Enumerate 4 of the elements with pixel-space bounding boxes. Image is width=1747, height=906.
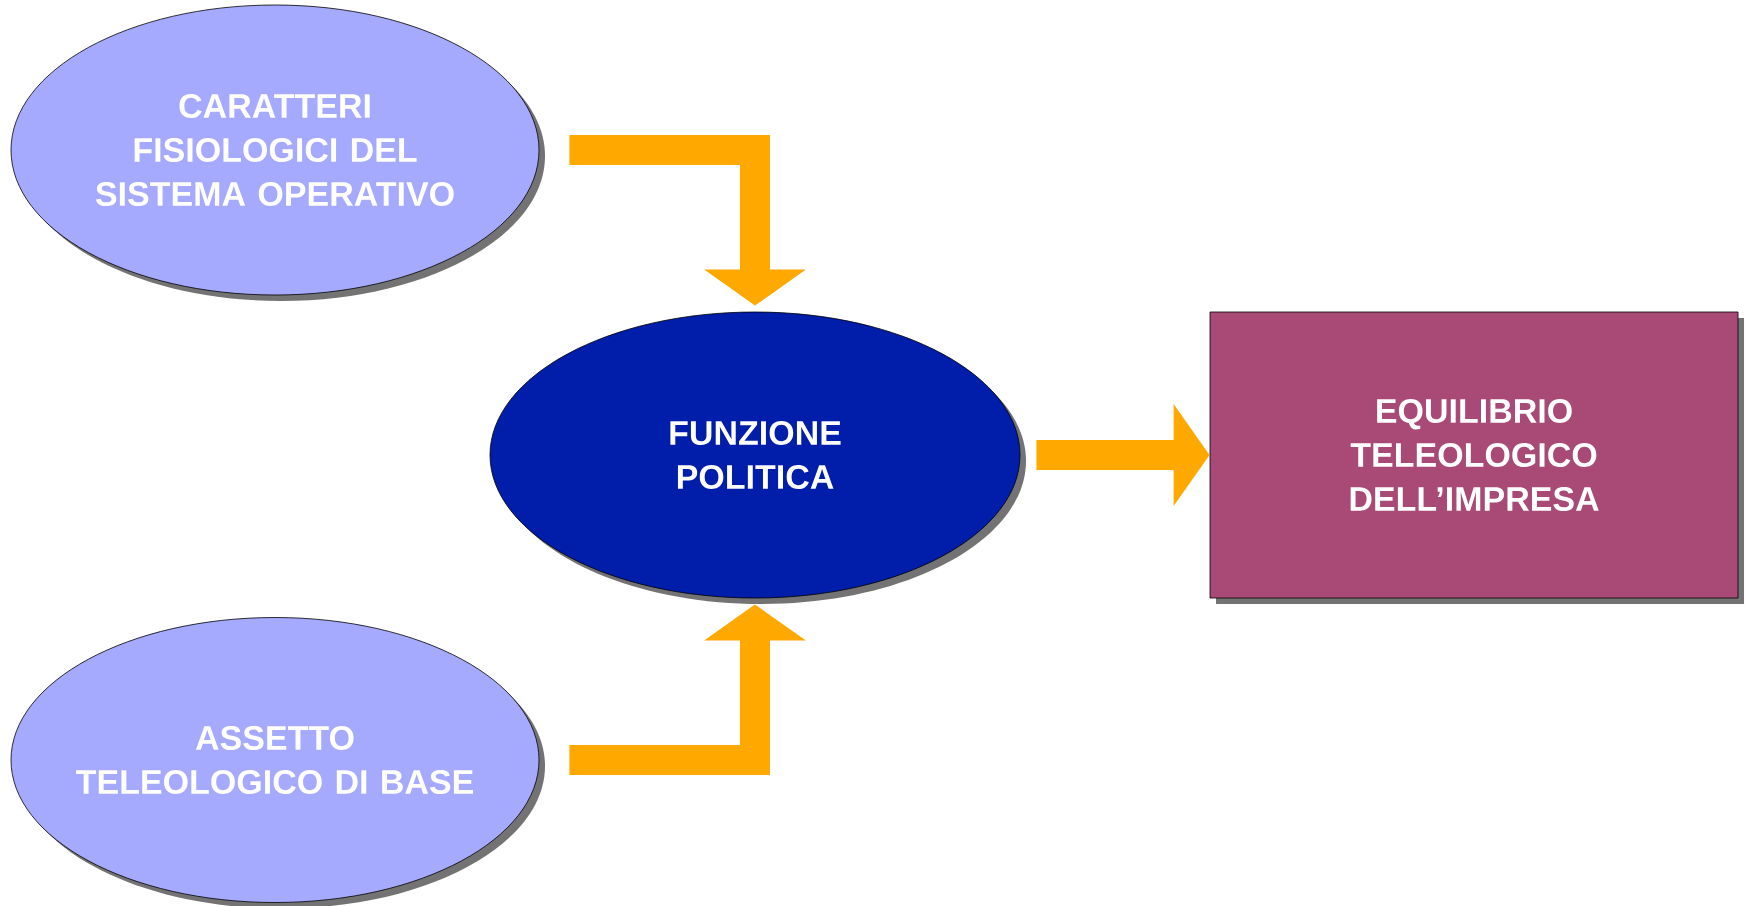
process-box: EQUILIBRIO TELEOLOGICO DELL’IMPRESA: [1209, 311, 1744, 604]
oval-node: CARATTERI FISIOLOGICI DEL SISTEMA OPERATIVO: [10, 4, 545, 301]
oval-node: ASSETTO TELEOLOGICO DI BASE: [10, 617, 545, 906]
oval-node: FUNZIONE POLITICA: [489, 311, 1026, 604]
